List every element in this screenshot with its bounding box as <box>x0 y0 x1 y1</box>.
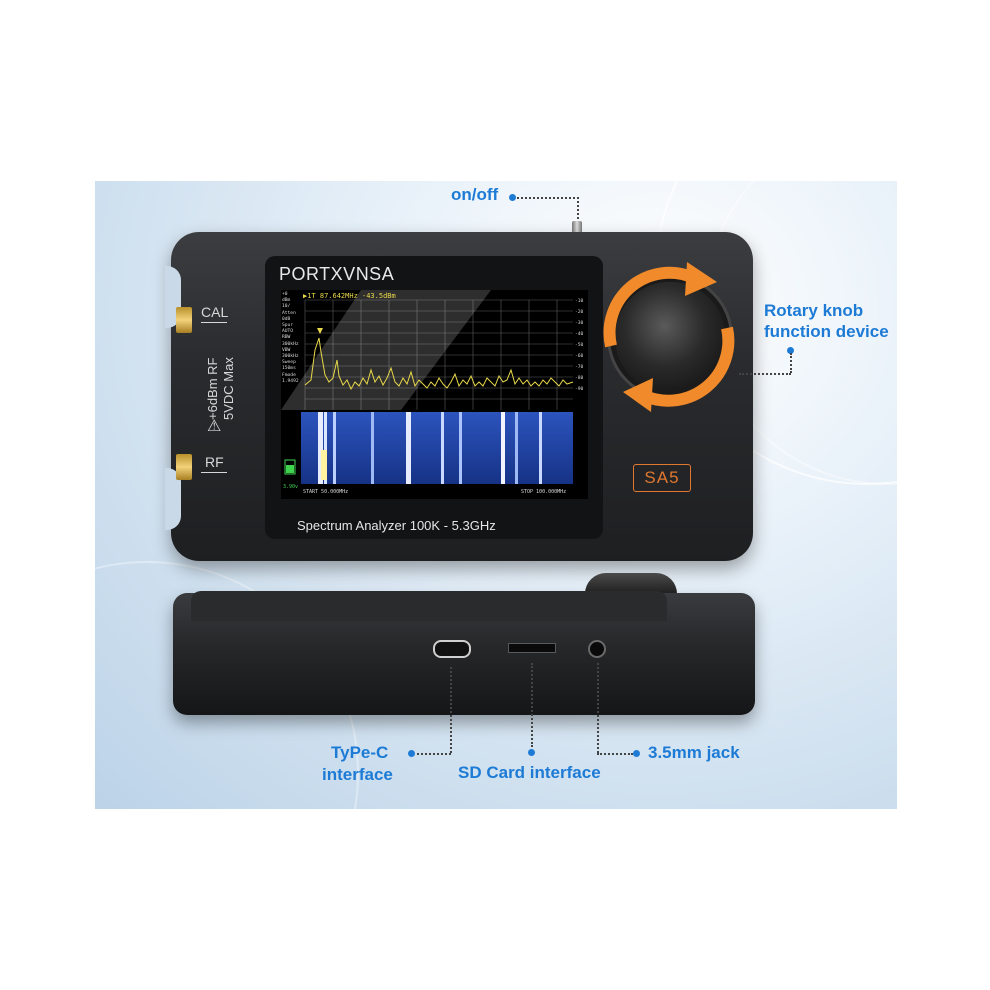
callout-leader <box>597 663 599 753</box>
device-notch <box>165 468 181 530</box>
panel-text: AUTO <box>282 329 294 335</box>
sd-card-slot[interactable] <box>508 643 556 653</box>
rotary-knob[interactable] <box>615 282 725 392</box>
callout-leader <box>597 753 633 755</box>
spectrum-display <box>281 290 588 499</box>
panel-text: dBm <box>282 298 291 304</box>
panel-text: 10/ <box>282 304 291 310</box>
callout-dot <box>787 347 794 354</box>
scale-tick: -20 <box>575 310 584 315</box>
spectrum-screen[interactable]: ▶1T 87.642MHz -43.5dBm +0 dBm 10/ Atten … <box>281 290 588 499</box>
panel-text: 150ms <box>282 366 296 372</box>
callout-dot <box>528 749 535 756</box>
scale-tick: -40 <box>575 332 584 337</box>
on-off-callout: on/off <box>451 185 499 204</box>
callout-dot <box>408 750 415 757</box>
audio-jack[interactable] <box>588 640 606 658</box>
start-frequency: START 50.000MHz <box>303 489 349 495</box>
callout-leader <box>417 753 451 755</box>
callout-leader <box>739 373 791 375</box>
model-badge: SA5 <box>633 464 691 492</box>
typec-callout: TyPe-C <box>331 743 389 762</box>
rf-arrow-line <box>201 472 227 473</box>
stop-frequency: STOP 100.000MHz <box>521 489 567 495</box>
jack-callout: 3.5mm jack <box>648 743 740 762</box>
waterfall-display <box>301 412 573 484</box>
panel-text: 1.9492 <box>282 378 299 384</box>
panel-text: +0 <box>282 292 288 297</box>
warning-text-line2: 5VDC Max <box>221 357 236 420</box>
panel-text: 300kHz <box>282 341 299 347</box>
panel-text: RBW <box>282 335 291 341</box>
cal-arrow-line <box>201 322 227 323</box>
sd-card-callout: SD Card interface <box>458 763 601 782</box>
callout-leader <box>517 197 579 199</box>
screen-glare <box>281 290 491 410</box>
battery-icon <box>284 459 296 475</box>
cal-sma-connector[interactable] <box>176 307 192 333</box>
device-side-top <box>191 591 667 621</box>
battery-voltage: 3.90v <box>283 484 299 490</box>
typec-callout-line2: interface <box>322 765 393 784</box>
rotary-knob-callout-line2: function device <box>764 322 889 341</box>
usb-c-port[interactable] <box>433 640 471 658</box>
brand-label: PORTXVNSA <box>279 264 395 284</box>
device-subtitle: Spectrum Analyzer 100K - 5.3GHz <box>297 518 496 533</box>
spectrum-trace <box>304 337 574 391</box>
panel-text: Fmode <box>282 372 296 378</box>
spectrum-grid <box>304 299 573 410</box>
panel-text: Spur <box>282 323 294 329</box>
scale-tick: -10 <box>575 299 584 304</box>
callout-dot <box>633 750 640 757</box>
power-switch[interactable] <box>572 221 582 235</box>
panel-text: VBW <box>282 347 291 353</box>
scale-tick: -60 <box>575 354 584 359</box>
warning-triangle-icon: ⚠ <box>207 418 222 435</box>
rf-port-label: RF <box>205 454 224 470</box>
left-panel: +0 dBm 10/ Atten 0dB Spur AUTO RBW 300kH… <box>282 292 302 385</box>
scale-tick: -30 <box>575 321 584 326</box>
device-front: CAL RF +6dBm RF 5VDC Max ⚠ PORTXVNSA <box>165 232 753 561</box>
scale-tick: -50 <box>575 343 584 348</box>
scale-tick: -80 <box>575 376 584 381</box>
panel-text: Atten <box>282 310 296 316</box>
callout-leader <box>577 197 579 227</box>
scale-tick: -70 <box>575 365 584 370</box>
panel-text: 300kHz <box>282 354 299 360</box>
rotary-knob-callout: Rotary knob <box>764 301 864 320</box>
cal-port-label: CAL <box>201 304 229 320</box>
scale-tick: -90 <box>575 387 584 392</box>
marker-readout: ▶1T 87.642MHz -43.5dBm <box>303 292 396 300</box>
marker-tag: 1 <box>318 320 322 326</box>
warning-text-line1: +6dBm RF <box>205 357 220 421</box>
rotate-arrows-icon <box>603 262 735 412</box>
panel-text: Sweep <box>282 360 296 366</box>
marker-triangle <box>317 328 323 334</box>
callout-leader <box>531 663 533 747</box>
callout-leader <box>790 353 792 373</box>
right-scale: -10 -20 -30 -40 -50 -60 -70 -80 -90 <box>575 296 588 395</box>
callout-dot <box>509 194 516 201</box>
panel-text: 0dB <box>282 316 291 322</box>
product-image-stage: on/off CAL RF +6dBm RF 5VDC Max ⚠ PORTXV… <box>95 181 897 809</box>
rf-sma-connector[interactable] <box>176 454 192 480</box>
callout-leader <box>450 667 452 753</box>
